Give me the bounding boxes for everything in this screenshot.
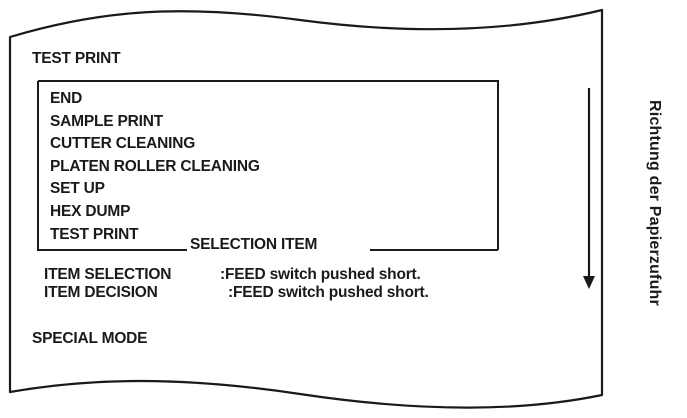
instruction-key: ITEM SELECTION — [44, 266, 172, 283]
special-mode-label: SPECIAL MODE — [32, 330, 148, 347]
paper-outline — [8, 8, 604, 409]
selection-item-label: SELECTION ITEM — [187, 236, 328, 254]
receipt-title: TEST PRINT — [32, 50, 121, 67]
instruction-value: :FEED switch pushed short. — [220, 266, 421, 283]
feed-direction-arrow — [583, 88, 595, 289]
menu-item: SET UP — [50, 180, 105, 198]
selection-frame — [37, 80, 499, 251]
menu-item: END — [50, 90, 83, 107]
menu-item: CUTTER CLEANING — [50, 135, 196, 153]
instruction-value: :FEED switch pushed short. — [228, 284, 429, 301]
menu-item: PLATEN ROLLER CLEANING — [50, 157, 260, 175]
menu-item: HEX DUMP — [50, 202, 131, 220]
instruction-key: ITEM DECISION — [44, 284, 158, 301]
menu-item: SAMPLE PRINT — [50, 112, 163, 130]
feed-direction-label: Richtung der Papierzufuhr — [646, 100, 663, 306]
menu-item: TEST PRINT — [50, 225, 139, 243]
selection-menu: END SAMPLE PRINT CUTTER CLEANING PLATEN … — [50, 88, 260, 246]
